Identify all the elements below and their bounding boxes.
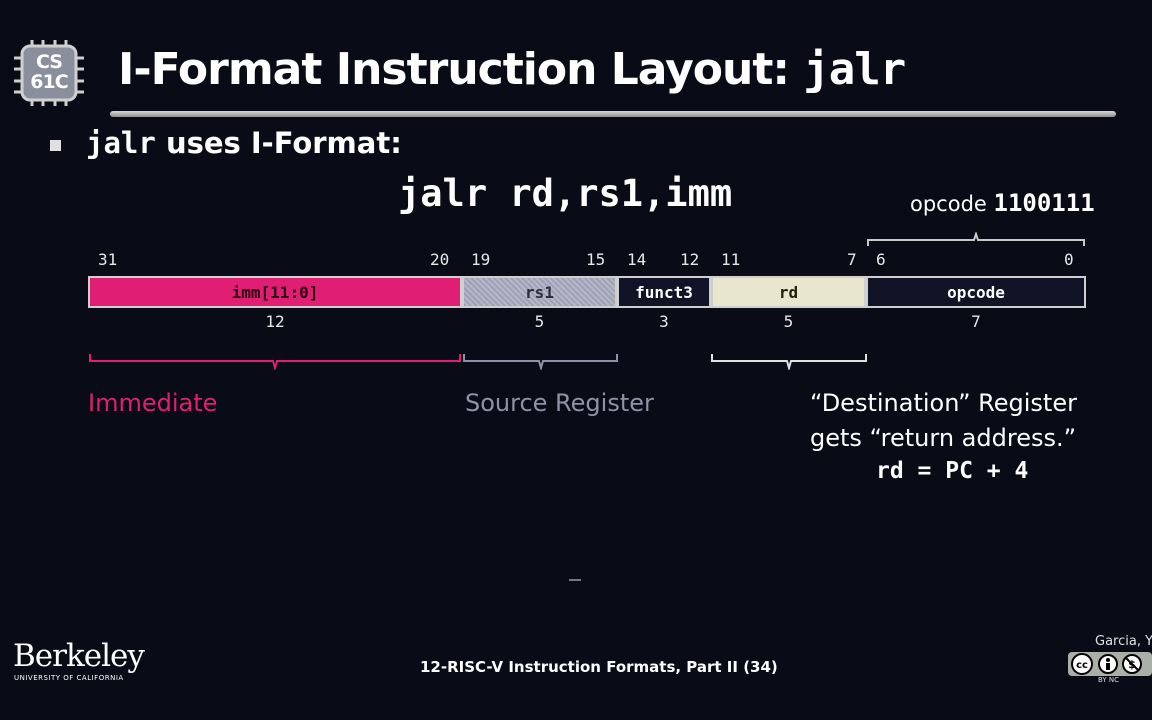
bit-number: 7: [847, 250, 857, 269]
logo-text: CS 61C: [14, 52, 84, 92]
instruction-syntax: jalr rd,rs1,imm: [398, 172, 733, 215]
creative-commons-icon: cc $ BY NC: [1068, 652, 1152, 690]
berkeley-logo: Berkeley: [13, 638, 145, 674]
bit-number: 31: [98, 250, 118, 269]
bullet-text: uses I-Format:: [155, 126, 402, 160]
opcode-brace: [867, 232, 1085, 246]
logo-line-2: 61C: [30, 71, 68, 93]
title-text: I-Format Instruction Layout:: [118, 44, 804, 95]
immediate-label: Immediate: [88, 389, 218, 417]
chip-icon: [14, 40, 84, 106]
opcode-bits: 1100111: [993, 189, 1095, 217]
title-underline: [110, 111, 1116, 117]
bit-number: 20: [430, 250, 450, 269]
field-width: 12: [265, 312, 285, 331]
bit-number: 14: [627, 250, 647, 269]
bullet-marker-icon: [50, 140, 61, 151]
source-register-label: Source Register: [465, 389, 654, 417]
slide-title: I-Format Instruction Layout: jalr: [118, 44, 906, 95]
destination-brace: [711, 354, 867, 370]
lecture-footer: 12-RISC-V Instruction Formats, Part II (…: [420, 658, 778, 676]
field-rd: rd: [711, 276, 866, 308]
bit-number: 0: [1064, 250, 1074, 269]
logo-line-1: CS: [36, 51, 63, 73]
bit-number: 6: [876, 250, 886, 269]
bit-number: 12: [680, 250, 700, 269]
field-opcode: opcode: [866, 276, 1086, 308]
bullet-code: jalr: [86, 126, 156, 160]
field-imm: imm[11:0]: [88, 276, 462, 308]
destination-label-line1: “Destination” Register: [810, 389, 1077, 417]
bit-number: 15: [586, 250, 606, 269]
destination-label-line2: gets “return address.”: [810, 424, 1077, 452]
svg-text:cc: cc: [1076, 660, 1088, 671]
field-width: 7: [971, 312, 981, 331]
license-text: BY NC: [1098, 676, 1120, 684]
field-width: 3: [659, 312, 669, 331]
field-width: 5: [534, 312, 545, 331]
field-width: 5: [783, 312, 794, 331]
opcode-label: opcode 1100111: [910, 189, 1095, 217]
source-brace: [463, 354, 618, 370]
bit-number: 11: [721, 250, 741, 269]
bit-number: 19: [471, 250, 491, 269]
cs61c-logo: CS 61C: [14, 40, 84, 106]
opcode-label-text: opcode: [910, 192, 994, 216]
title-code: jalr: [803, 44, 906, 95]
author-credit: Garcia, Yo: [1095, 634, 1152, 649]
bullet-point: jalr uses I-Format:: [86, 126, 402, 160]
rd-equation: rd = PC + 4: [876, 458, 1029, 484]
field-rs1: rs1: [462, 276, 617, 308]
field-funct3: funct3: [617, 276, 711, 308]
berkeley-subtitle: UNIVERSITY OF CALIFORNIA: [14, 674, 124, 682]
divider-mark: [569, 579, 581, 581]
immediate-brace: [89, 354, 461, 370]
